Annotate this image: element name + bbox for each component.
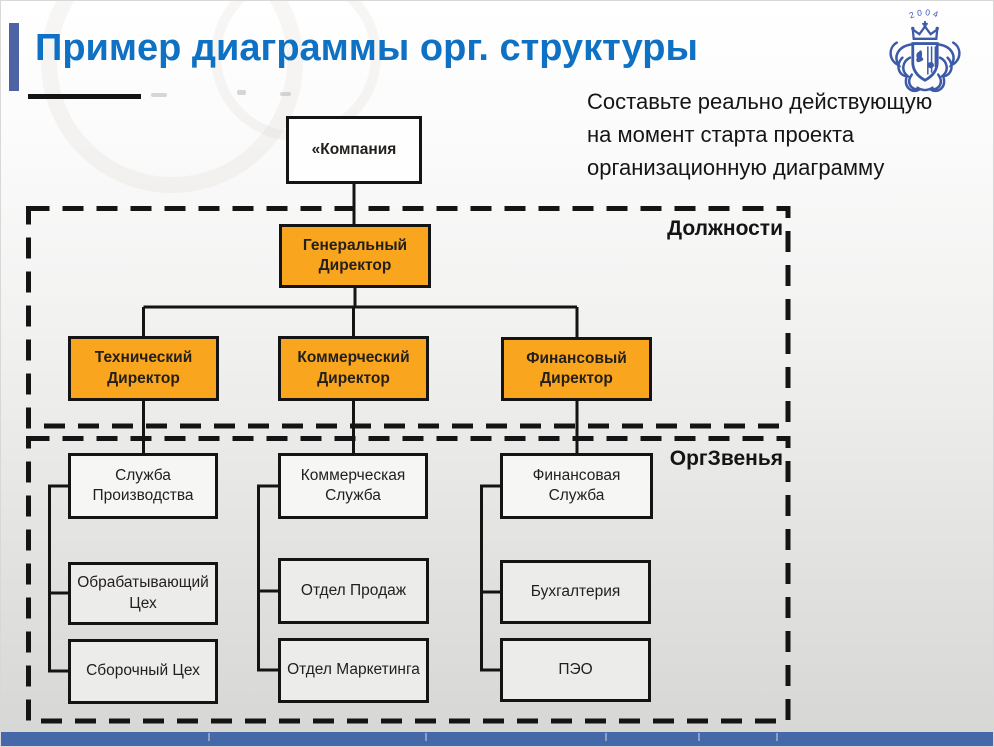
org-node-director-commercial: Коммерческий Директор bbox=[278, 336, 429, 401]
org-node-unit-assembly-shop: Сборочный Цех bbox=[68, 639, 218, 704]
org-node-service-commercial: Коммерческая Служба bbox=[278, 453, 428, 519]
bottom-bar-tick bbox=[776, 733, 778, 741]
org-units-zone-label: ОргЗвенья bbox=[669, 447, 783, 470]
erased-text-artifact bbox=[280, 92, 291, 96]
instruction-line: на момент старта проекта bbox=[587, 122, 855, 147]
title-underline bbox=[28, 94, 141, 99]
page-title: Пример диаграммы орг. структуры bbox=[35, 27, 698, 69]
org-node-unit-sales-dept: Отдел Продаж bbox=[278, 558, 429, 624]
bottom-bar-tick bbox=[605, 733, 607, 741]
org-node-service-financial: Финансовая Служба bbox=[500, 453, 653, 519]
org-node-general-director: Генеральный Директор bbox=[279, 224, 431, 288]
bottom-bar-tick bbox=[425, 733, 427, 741]
instruction-text: Составьте реально действующую на момент … bbox=[587, 85, 993, 184]
org-node-unit-machining-shop: Обрабатывающий Цех bbox=[68, 562, 218, 625]
org-node-director-technical: Технический Директор bbox=[68, 336, 219, 401]
erased-text-artifact bbox=[237, 90, 246, 95]
bottom-bar-tick bbox=[698, 733, 700, 741]
bottom-bar bbox=[1, 732, 993, 746]
svg-text:2004: 2004 bbox=[908, 7, 942, 20]
org-node-unit-peo: ПЭО bbox=[500, 638, 651, 702]
org-node-unit-marketing-dept: Отдел Маркетинга bbox=[278, 638, 429, 703]
org-node-director-financial: Финансовый Директор bbox=[501, 337, 652, 401]
org-node-company: «Компания bbox=[286, 116, 422, 184]
bottom-bar-tick bbox=[208, 733, 210, 741]
instruction-line: организационную диаграмму bbox=[587, 155, 885, 180]
instruction-line: Составьте реально действующую bbox=[587, 89, 933, 114]
title-accent-bar bbox=[9, 23, 19, 91]
university-crest-icon: 2004 bbox=[889, 7, 961, 92]
org-node-service-production: Служба Производства bbox=[68, 453, 218, 519]
positions-zone-label: Должности bbox=[667, 217, 783, 240]
org-node-unit-accounting: Бухгалтерия bbox=[500, 560, 651, 624]
erased-text-artifact bbox=[151, 93, 167, 97]
